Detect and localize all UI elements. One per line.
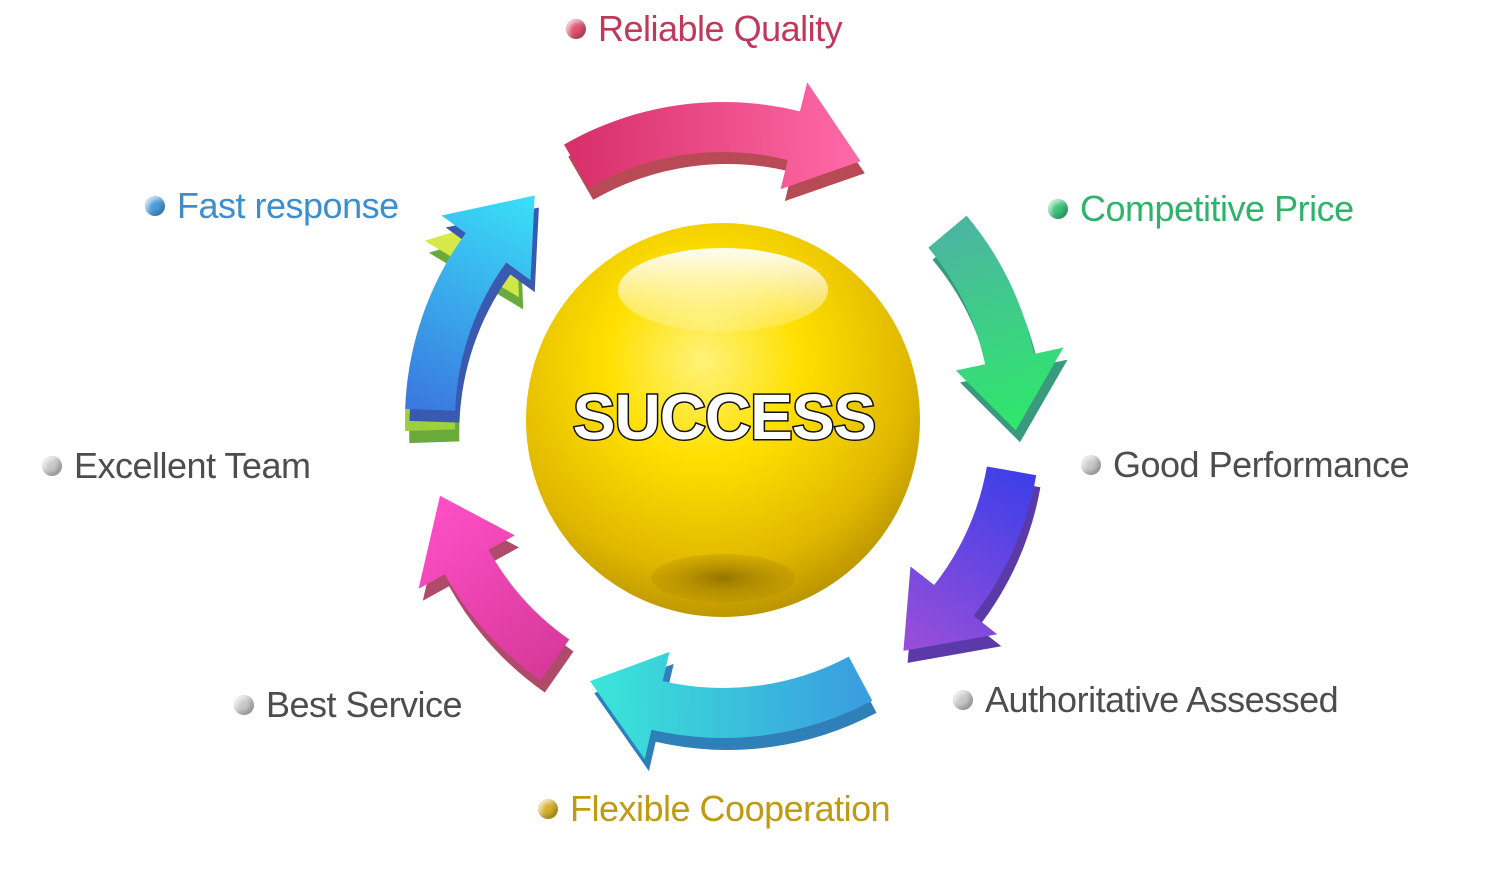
label-text: Fast response — [177, 185, 399, 226]
label-reliable-quality: Reliable Quality — [566, 8, 843, 50]
bullet-dot — [1048, 199, 1068, 219]
label-competitive-price: Competitive Price — [1048, 188, 1354, 230]
bullet-dot — [538, 799, 558, 819]
label-text: Flexible Cooperation — [570, 788, 891, 829]
cycle-arrow-7 — [405, 195, 539, 423]
label-text: Best Service — [266, 684, 463, 725]
arrow-face — [405, 195, 535, 411]
bullet-dot — [566, 19, 586, 39]
label-text: Excellent Team — [74, 445, 311, 486]
label-text: Good Performance — [1113, 444, 1410, 485]
arrow-face — [903, 466, 1037, 651]
bullet-dot — [234, 695, 254, 715]
cycle-arrow-4 — [590, 651, 877, 772]
label-text: Reliable Quality — [598, 8, 843, 49]
bullet-dot — [953, 690, 973, 710]
bullet-dot — [1081, 455, 1101, 475]
arrow-face — [928, 215, 1064, 431]
arrow-face — [590, 651, 873, 760]
label-best-service: Best Service — [234, 684, 463, 726]
label-good-performance: Good Performance — [1081, 444, 1410, 486]
label-flexible-cooperation: Flexible Cooperation — [538, 788, 891, 830]
label-excellent-team: Excellent Team — [42, 445, 311, 487]
label-text: Competitive Price — [1080, 188, 1354, 229]
cycle-arrow-2 — [928, 215, 1068, 443]
bullet-dot — [42, 456, 62, 476]
center-title: SUCCESS — [571, 380, 877, 455]
arrow-face — [418, 495, 570, 681]
cycle-arrows — [405, 82, 1068, 772]
bullet-dot — [145, 196, 165, 216]
arrow-face — [564, 82, 861, 190]
success-sphere — [526, 223, 920, 617]
label-text: Authoritative Assessed — [985, 679, 1339, 720]
cycle-arrow-3 — [903, 466, 1041, 663]
label-fast-response: Fast response — [145, 185, 399, 227]
cycle-arrow-5 — [418, 495, 574, 693]
label-authoritative-assessed: Authoritative Assessed — [953, 679, 1339, 721]
cycle-arrow-1 — [564, 82, 865, 202]
